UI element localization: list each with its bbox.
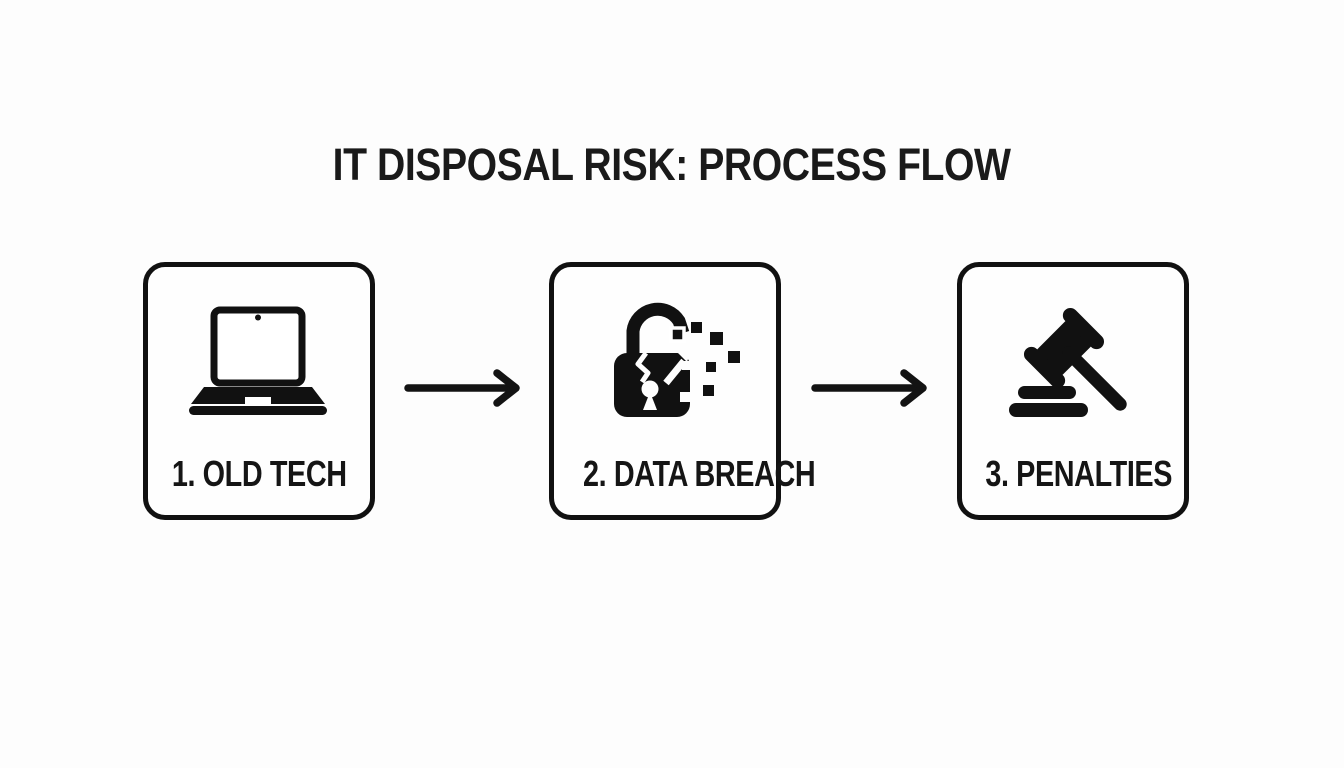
step-label-old-tech: 1. OLD TECH [171,453,347,494]
arrow-right-icon [809,362,939,414]
page-title: IT DISPOSAL RISK: PROCESS FLOW [0,138,1344,192]
flow-step-data-breach: 2. DATA BREACH [549,262,816,520]
gavel-icon [1002,298,1152,428]
step-label-penalties: 3. PENALTIES [985,453,1173,494]
step-label-data-breach: 2. DATA BREACH [583,453,816,494]
arrow-right-icon [402,362,532,414]
broken-padlock-icon [606,295,746,430]
page-title-text: IT DISPOSAL RISK: PROCESS FLOW [333,139,1011,190]
flow-step-old-tech: 1. OLD TECH [143,262,375,520]
laptop-icon [189,305,329,415]
flow-step-penalties: 3. PENALTIES [957,262,1189,520]
